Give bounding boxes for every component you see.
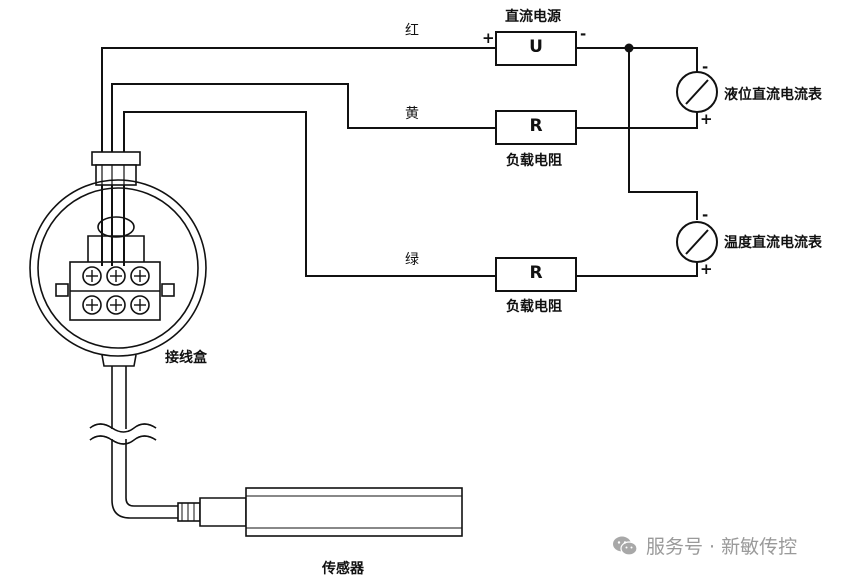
sensor-cable — [89, 366, 178, 519]
resistor-bottom-symbol: R — [529, 263, 543, 283]
wire-red — [101, 47, 496, 238]
power-supply-symbol: U — [529, 37, 543, 57]
resistor-top-symbol: R — [529, 116, 543, 136]
wire-label-yellow: 黄 — [405, 106, 419, 122]
wire-green — [123, 111, 496, 277]
power-supply-minus: - — [580, 25, 587, 43]
resistor-top-caption: 负载电阻 — [506, 153, 562, 169]
resistor-bottom-caption: 负载电阻 — [506, 299, 562, 315]
power-supply-plus: + — [482, 29, 495, 47]
temp-meter-plus: + — [700, 260, 713, 278]
watermark-text: 服务号 · 新敏传控 — [646, 536, 798, 558]
temp-meter-minus: - — [702, 206, 709, 224]
junction-box-drawing — [29, 151, 207, 367]
wire-res-bottom — [576, 262, 698, 277]
watermark: 服务号 · 新敏传控 — [612, 532, 797, 559]
wire-res-top — [576, 112, 698, 129]
level-meter-minus: - — [702, 58, 709, 76]
resistor-bottom-box — [495, 257, 577, 292]
wire-node-down — [628, 48, 698, 220]
sensor-label: 传感器 — [322, 561, 364, 577]
level-meter-circle — [676, 71, 718, 113]
level-meter-label: 液位直流电流表 — [724, 87, 822, 103]
wire-yellow — [111, 83, 496, 238]
temp-meter-circle — [676, 221, 718, 263]
sensor-body — [177, 487, 463, 537]
junction-node — [624, 43, 634, 53]
wire-label-red: 红 — [405, 23, 419, 39]
wechat-icon — [612, 535, 638, 557]
level-meter-plus: + — [700, 110, 713, 128]
wire-label-green: 绿 — [405, 252, 419, 268]
junction-box-label: 接线盒 — [165, 350, 207, 366]
temp-meter-label: 温度直流电流表 — [724, 235, 822, 251]
power-supply-title: 直流电源 — [505, 9, 561, 25]
wire-psu-minus — [576, 47, 698, 72]
